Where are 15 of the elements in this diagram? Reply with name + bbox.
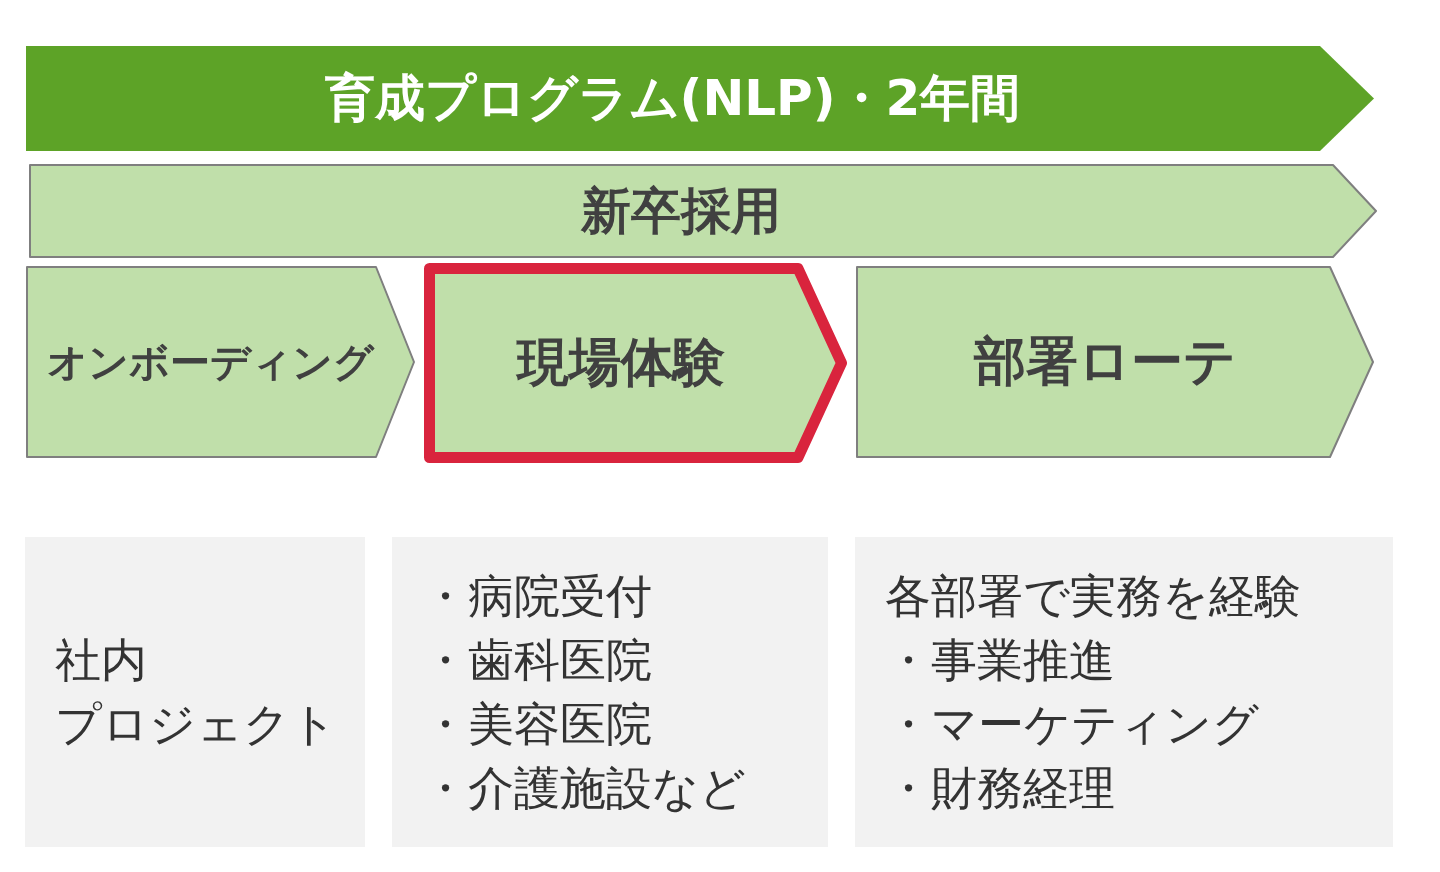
panel-text: ・介護施設など (422, 760, 747, 817)
panel-text: ・病院受付 (422, 568, 653, 625)
panel-text: ・マーケティング (885, 696, 1260, 753)
chevron-label: オンボーディング (46, 337, 374, 387)
panel-text: 社内 (55, 632, 148, 689)
chevron-label: 育成プログラム(NLP)・2年間 (324, 68, 1021, 129)
panel-text: ・事業推進 (885, 632, 1116, 689)
panel-text: プロジェクト (55, 696, 335, 753)
chevron-label: 現場体験 (516, 331, 725, 394)
panel-text: ・歯科医院 (422, 632, 653, 689)
chevron-label: 新卒採用 (580, 180, 781, 242)
chevron-label: 部署ローテ (974, 330, 1236, 393)
panel-text: 各部署で実務を経験 (885, 568, 1302, 625)
panel-text: ・財務経理 (885, 760, 1116, 817)
panel-text: ・美容医院 (422, 696, 653, 753)
